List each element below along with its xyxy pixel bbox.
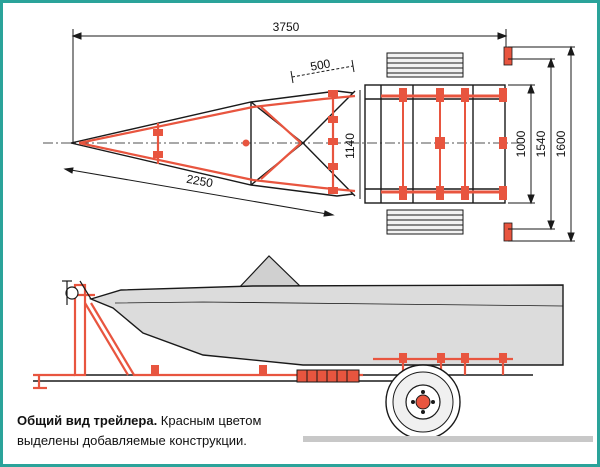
side-clamps [151, 353, 507, 375]
dim-frame-width-label: 1140 [343, 133, 357, 159]
boat-chine-line [114, 301, 564, 307]
bunk-clamps [399, 88, 507, 200]
dimension-right-side [508, 45, 575, 243]
spring-block [296, 369, 360, 383]
figure-caption: Общий вид трейлера. Красным цветом выдел… [17, 411, 317, 451]
rear-light-right [503, 222, 513, 242]
drawbar-clamps [153, 90, 338, 194]
wheel-top-right [386, 209, 464, 235]
dimension-drawbar [63, 167, 335, 217]
caption-text: Красным цветом выделены добавляемые конс… [17, 413, 262, 448]
dimension-overall-length [71, 29, 508, 143]
dimension-coupler-section [290, 59, 355, 84]
wheel-top-left [386, 52, 464, 78]
side-view [33, 255, 593, 442]
dim-inner-width-label: 1000 [514, 130, 528, 157]
trailer-drawing: 3750 500 [33, 20, 593, 442]
top-view: 3750 500 [43, 20, 575, 243]
dim-overall-width-label: 1600 [554, 130, 568, 157]
dim-overall-length-label: 3750 [273, 20, 300, 34]
rear-light-left [503, 46, 513, 66]
dim-wheel-track-label: 1540 [534, 130, 548, 157]
dim-drawbar-label: 2250 [185, 172, 214, 190]
winch [62, 280, 92, 305]
wheel-side [385, 364, 461, 440]
dim-coupler-section-label: 500 [309, 56, 331, 73]
boat-hull [88, 284, 564, 366]
caption-title: Общий вид трейлера. [17, 413, 158, 428]
ground [303, 436, 593, 442]
hitch [33, 373, 75, 390]
